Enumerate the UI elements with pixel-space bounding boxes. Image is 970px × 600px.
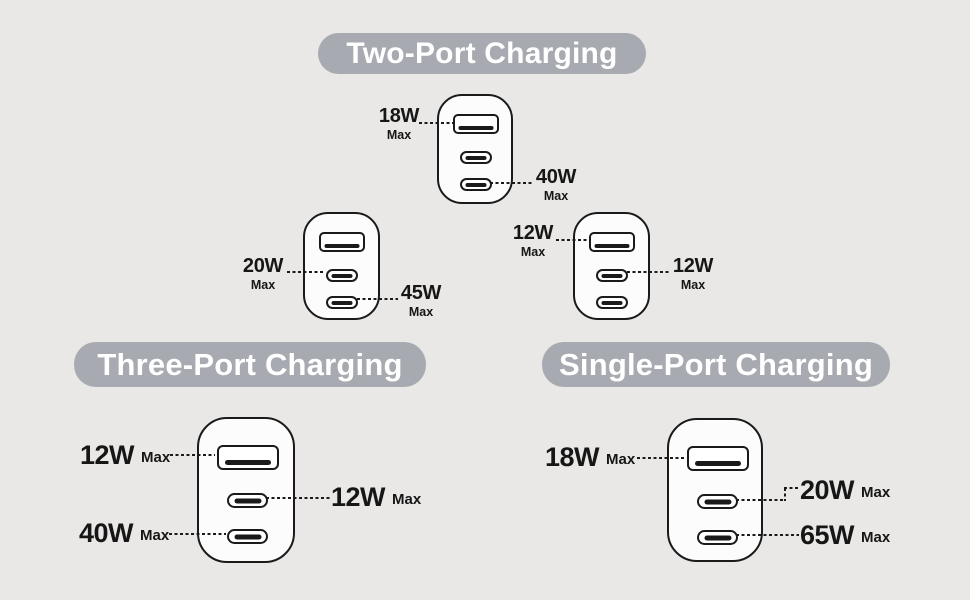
usb-c-port-icon bbox=[227, 529, 268, 544]
usb-c-port-icon bbox=[596, 269, 628, 282]
usb-c-port-icon bbox=[697, 494, 738, 509]
watts-value: 12W bbox=[80, 440, 135, 470]
watts-value: 40W bbox=[79, 518, 134, 548]
wattage-label-usb-a: 12W Max bbox=[510, 223, 556, 259]
usb-a-port-icon bbox=[217, 445, 279, 470]
watts-value: 45W bbox=[400, 282, 442, 304]
max-qualifier: Max bbox=[408, 305, 434, 319]
usb-a-port-icon bbox=[319, 232, 365, 252]
watts-value: 65W bbox=[800, 520, 855, 550]
watts-value: 12W bbox=[331, 482, 386, 512]
max-qualifier: Max bbox=[141, 449, 171, 466]
dashed-connector bbox=[637, 457, 685, 459]
usb-c-port-icon bbox=[697, 530, 738, 545]
wattage-label-usb-c: 40W Max bbox=[79, 520, 169, 547]
badge-two-port-charging: Two-Port Charging bbox=[318, 33, 646, 74]
max-qualifier: Max bbox=[606, 451, 636, 468]
wattage-label-usb-a: 12W Max bbox=[80, 442, 170, 469]
badge-single-port-charging: Single-Port Charging bbox=[542, 342, 890, 387]
dashed-connector bbox=[287, 271, 325, 273]
watts-value: 18W bbox=[378, 105, 420, 127]
max-qualifier: Max bbox=[140, 527, 170, 544]
dashed-connector bbox=[736, 534, 799, 536]
wattage-label-usb-c: 45W Max bbox=[398, 283, 444, 319]
dashed-connector bbox=[490, 182, 533, 184]
wattage-label-usb-a: 18W Max bbox=[545, 444, 635, 471]
wattage-label-usb-c: 20W Max bbox=[800, 477, 890, 504]
wattage-label-usb-c: 12W Max bbox=[331, 484, 421, 511]
max-qualifier: Max bbox=[520, 245, 546, 259]
charger-two-port-left bbox=[303, 212, 380, 320]
dashed-connector bbox=[627, 271, 670, 273]
max-qualifier: Max bbox=[543, 189, 569, 203]
usb-a-port-icon bbox=[687, 446, 749, 471]
charger-two-port-right bbox=[573, 212, 650, 320]
max-qualifier: Max bbox=[250, 278, 276, 292]
charger-three-port bbox=[197, 417, 295, 563]
watts-value: 20W bbox=[800, 475, 855, 505]
usb-a-port-icon bbox=[453, 114, 499, 134]
charger-single-port bbox=[667, 418, 763, 562]
wattage-label-usb-c: 12W Max bbox=[670, 256, 716, 292]
usb-a-port-icon bbox=[589, 232, 635, 252]
usb-c-port-icon bbox=[326, 269, 358, 282]
watts-value: 12W bbox=[512, 222, 554, 244]
dashed-connector bbox=[784, 487, 798, 489]
usb-c-port-icon bbox=[596, 296, 628, 309]
wattage-label-usb-c: 65W Max bbox=[800, 522, 890, 549]
watts-value: 20W bbox=[242, 255, 284, 277]
wattage-label-usb-c: 40W Max bbox=[533, 167, 579, 203]
usb-c-port-icon bbox=[460, 178, 492, 191]
dashed-connector bbox=[784, 488, 786, 501]
wattage-label-usb-c: 20W Max bbox=[240, 256, 286, 292]
charger-two-port-main bbox=[437, 94, 513, 204]
dashed-connector bbox=[419, 122, 456, 124]
dashed-connector bbox=[266, 497, 331, 499]
usb-c-port-icon bbox=[460, 151, 492, 164]
usb-c-port-icon bbox=[326, 296, 358, 309]
max-qualifier: Max bbox=[392, 491, 422, 508]
watts-value: 18W bbox=[545, 442, 600, 472]
dashed-connector bbox=[169, 533, 226, 535]
dashed-connector bbox=[736, 499, 785, 501]
wattage-label-usb-a: 18W Max bbox=[376, 106, 422, 142]
dashed-connector bbox=[556, 239, 588, 241]
dashed-connector bbox=[357, 298, 398, 300]
watts-value: 12W bbox=[672, 255, 714, 277]
watts-value: 40W bbox=[535, 166, 577, 188]
dashed-connector bbox=[170, 454, 215, 456]
max-qualifier: Max bbox=[386, 128, 412, 142]
max-qualifier: Max bbox=[861, 529, 891, 546]
usb-c-port-icon bbox=[227, 493, 268, 508]
max-qualifier: Max bbox=[680, 278, 706, 292]
max-qualifier: Max bbox=[861, 484, 891, 501]
badge-three-port-charging: Three-Port Charging bbox=[74, 342, 426, 387]
